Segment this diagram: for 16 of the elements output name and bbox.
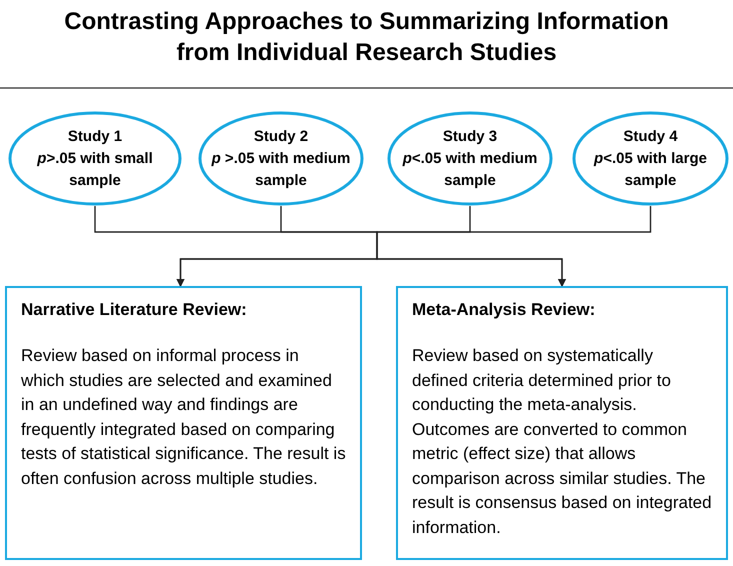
review-description: Review based on systematically defined criteria determined prior to conducting the meta-analysis. Outcomes are converted to common metric (effect size) that allows comparison across similar studies. The result is consensus based on integrated information.	[412, 345, 712, 538]
study-heading: Study 3	[442, 126, 498, 146]
review-heading: Narrative Literature Review:	[21, 299, 248, 321]
study-heading: Study 2	[252, 126, 310, 146]
study-text: p >.05 with medium sample	[210, 148, 352, 190]
study-text: p<.05 with large sample	[592, 148, 708, 190]
study-text: p>.05 with small sample	[36, 148, 154, 190]
review-heading: Meta-Analysis Review:	[412, 299, 596, 321]
connector-arrow	[376, 206, 652, 287]
review-box	[396, 286, 728, 560]
diagram-title: Contrasting Approaches to Summarizing Information from Individual Research Studies	[63, 7, 670, 68]
review-box	[5, 286, 362, 560]
study-heading: Study 1	[66, 126, 124, 146]
study-text: p<.05 with medium sample	[402, 148, 538, 190]
review-description: Review based on informal process in which studies are selected and examined in an undefined way and findings are frequently integrated based on comparing tests of statistical significance. The result is often confusion across multiple studies.	[21, 345, 346, 490]
study-heading: Study 4	[622, 126, 679, 146]
